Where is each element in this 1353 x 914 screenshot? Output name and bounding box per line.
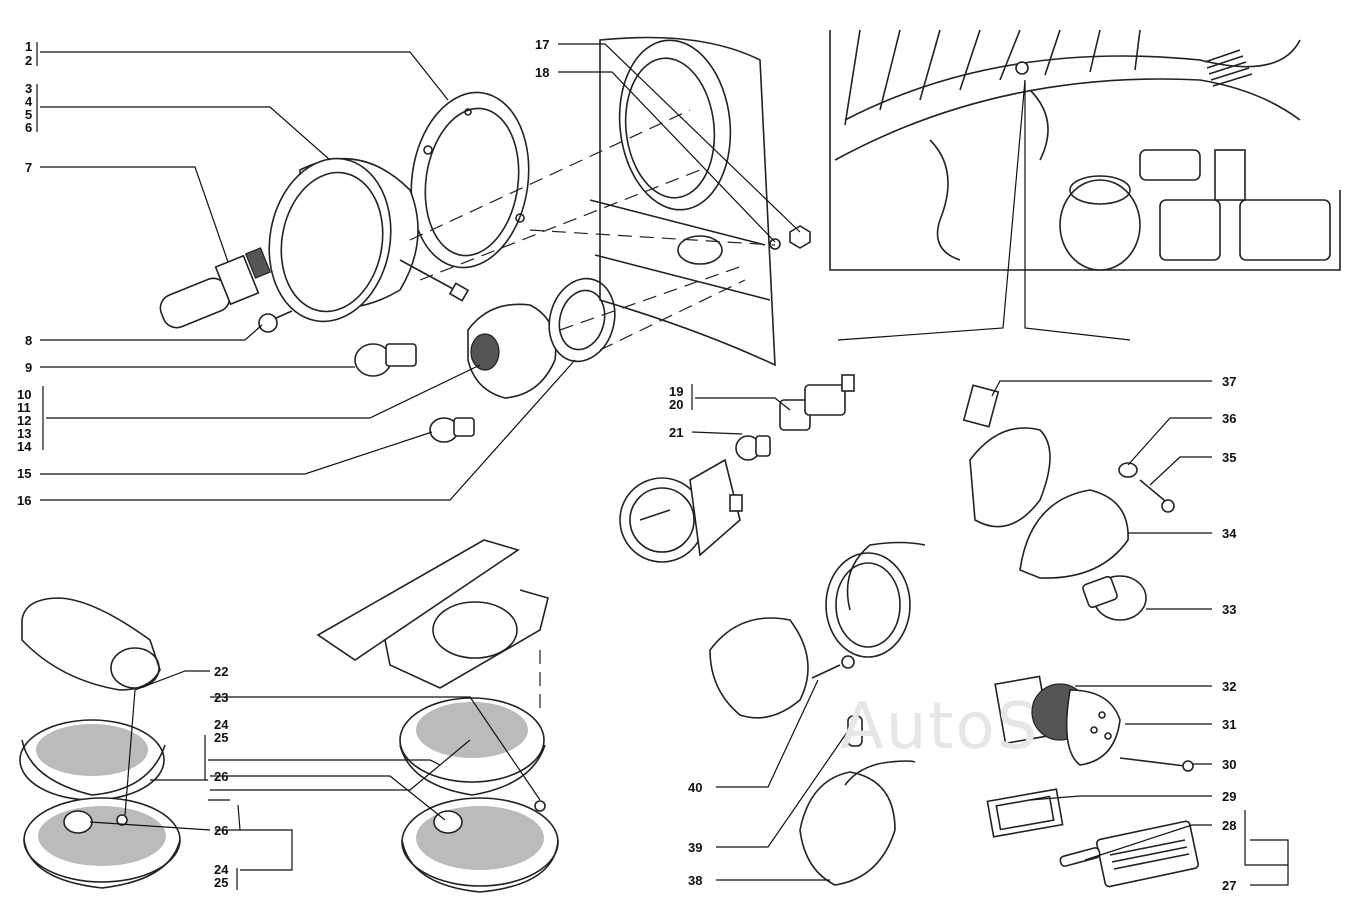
plate-lamp-assembly [986, 675, 1199, 888]
callout-19: 19 [669, 384, 684, 399]
callout-35: 35 [1222, 450, 1237, 465]
callout-40: 40 [688, 780, 703, 795]
callout-5: 5 [25, 107, 33, 122]
round-lamp-assembly [709, 541, 926, 886]
gauge-assembly [619, 374, 855, 563]
callout-14: 14 [17, 439, 32, 454]
watermark: AutoS [840, 690, 1040, 764]
callout-20: 20 [669, 397, 684, 412]
callout-10: 10 [17, 387, 32, 402]
ceiling-lamp-right [316, 539, 559, 893]
callout-11: 11 [17, 400, 31, 415]
callout-3: 3 [25, 81, 33, 96]
callout-26-top: 26 [214, 769, 229, 784]
leader-lines [36, 42, 1289, 890]
callout-29: 29 [1222, 789, 1237, 804]
callout-4: 4 [25, 94, 33, 109]
callout-18: 18 [535, 65, 550, 80]
callout-17: 17 [535, 37, 550, 52]
headlamp-assembly [159, 91, 530, 377]
fender-panel [409, 36, 811, 367]
callout-16: 16 [17, 493, 32, 508]
callout-2: 2 [25, 53, 33, 68]
callout-38: 38 [688, 873, 703, 888]
callout-24-top: 24 [214, 717, 229, 732]
callout-36: 36 [1222, 411, 1237, 426]
callout-12: 12 [17, 413, 32, 428]
callout-32: 32 [1222, 679, 1237, 694]
callout-15: 15 [17, 466, 32, 481]
side-marker-assembly [962, 384, 1175, 621]
side-lamp-assembly [429, 277, 616, 443]
callout-33: 33 [1222, 602, 1237, 617]
ceiling-lamp-left [19, 597, 181, 889]
callout-8: 8 [25, 333, 33, 348]
callout-21: 21 [669, 425, 684, 440]
callout-37: 37 [1222, 374, 1237, 389]
callout-9: 9 [25, 360, 33, 375]
callout-39: 39 [688, 840, 703, 855]
callout-34: 34 [1222, 526, 1237, 541]
callout-23: 23 [214, 690, 229, 705]
callout-13: 13 [17, 426, 32, 441]
callout-25-top: 25 [214, 730, 229, 745]
callout-30: 30 [1222, 757, 1237, 772]
callout-22: 22 [214, 664, 229, 679]
callout-27: 27 [1222, 878, 1237, 893]
callout-7: 7 [25, 160, 33, 175]
callout-25-bottom: 25 [214, 875, 229, 890]
callout-24-bottom: 24 [214, 862, 229, 877]
callout-28: 28 [1222, 818, 1237, 833]
engine-bay-view [829, 29, 1341, 271]
callout-6: 6 [25, 120, 33, 135]
callout-31: 31 [1222, 717, 1237, 732]
callout-1: 1 [25, 39, 33, 54]
callout-26-bottom: 26 [214, 823, 229, 838]
